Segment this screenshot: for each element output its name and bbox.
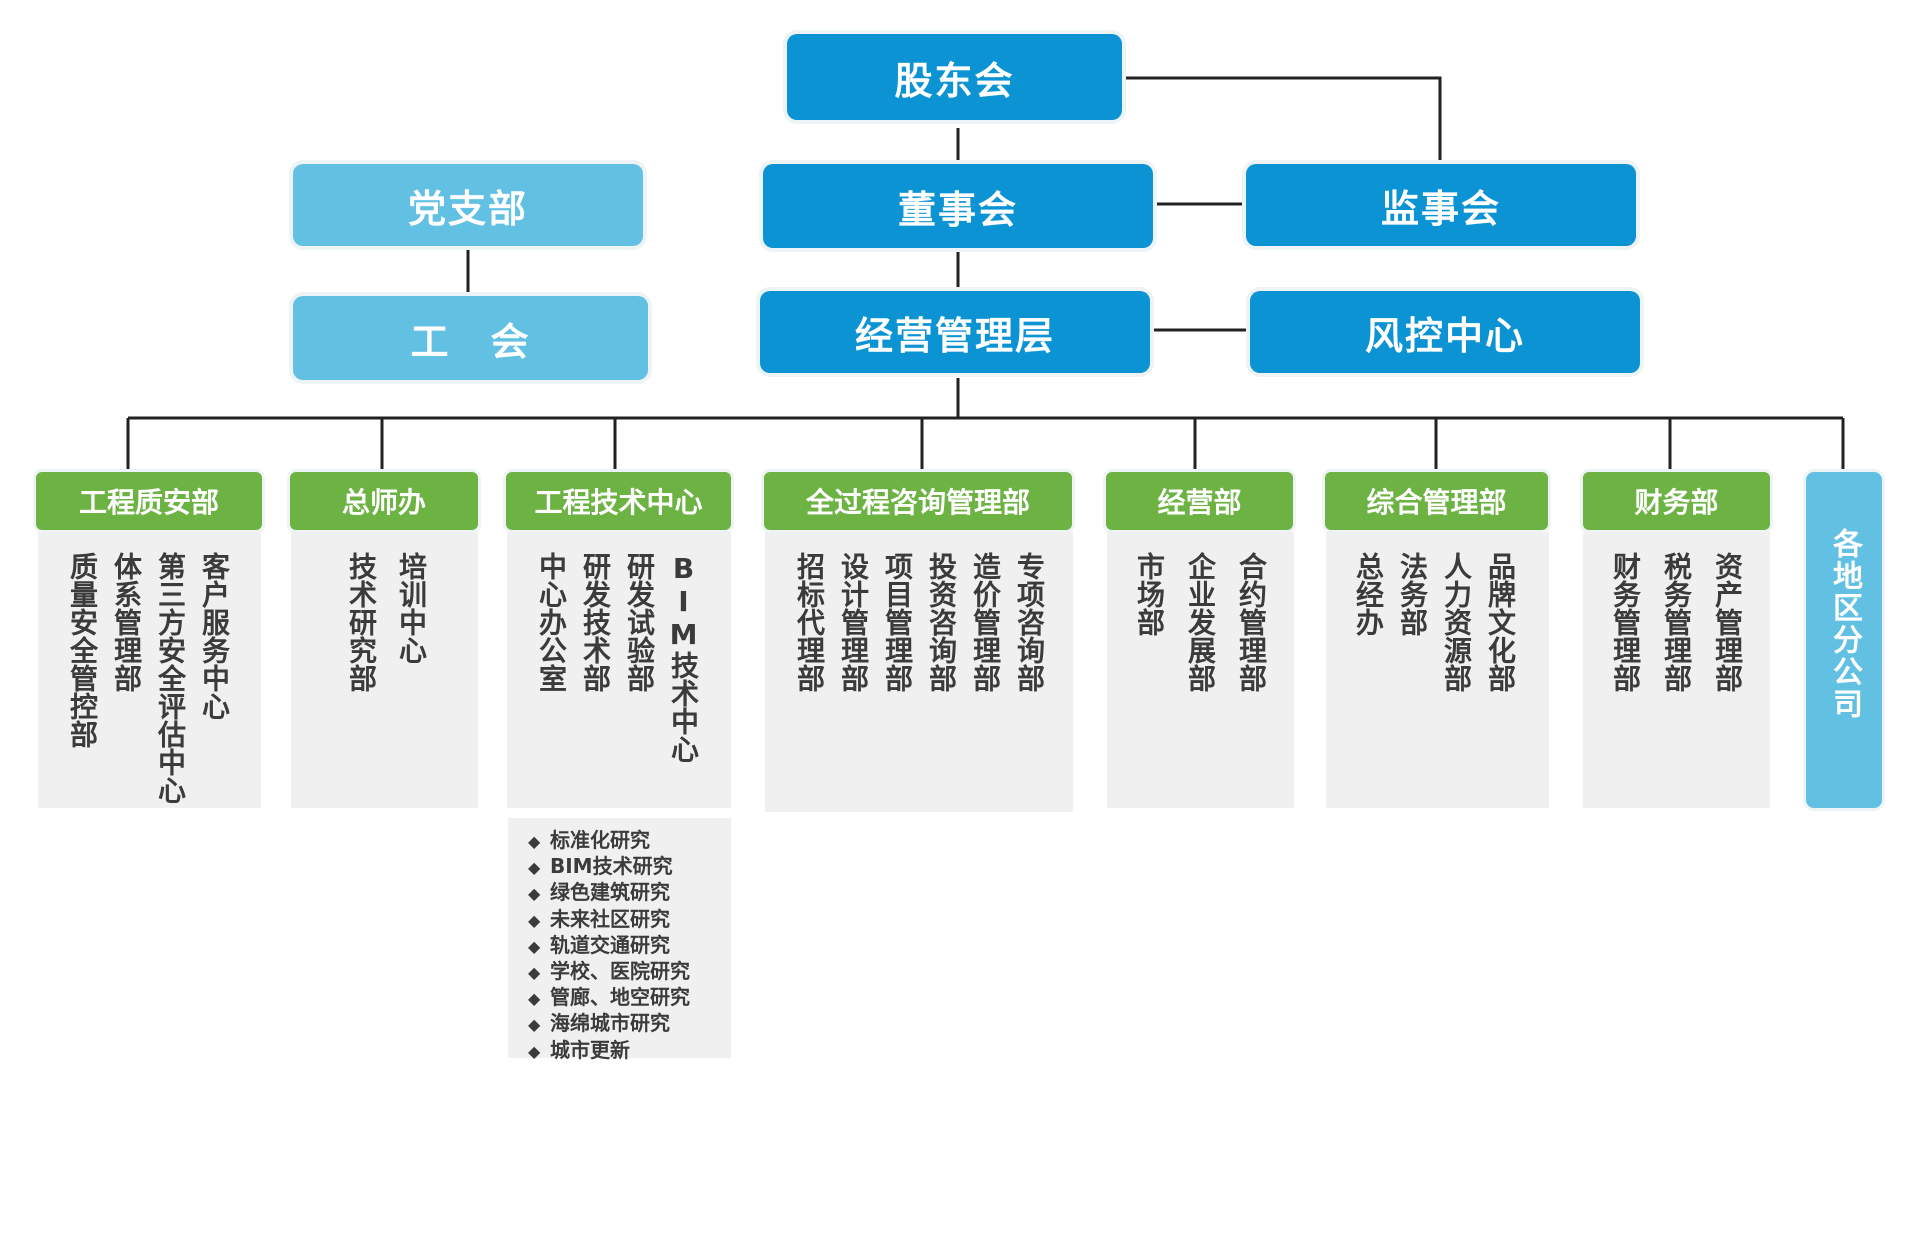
sub-dept: 人力资源部 [1440, 552, 1473, 692]
research-item: ◆未来社区研究 [528, 907, 731, 933]
risk-center-box: 风控中心 [1250, 291, 1640, 373]
sub-dept: 市场部 [1133, 552, 1166, 636]
sub-dept: 技术研究部 [345, 552, 378, 692]
dept-head-chief-engineer-office: 总师办 [290, 472, 478, 530]
supervisors-box: 监事会 [1246, 164, 1636, 246]
sub-dept: 财务管理部 [1609, 552, 1642, 692]
dept-panel-engineering-tech-center: 中心办公室 研发技术部 研发试验部 BIM技术中心 [507, 532, 731, 808]
union-box: 工 会 [293, 296, 648, 380]
sub-dept: 造价管理部 [969, 552, 1002, 692]
management-box: 经营管理层 [760, 291, 1150, 373]
research-item: ◆管廊、地空研究 [528, 985, 731, 1011]
regional-branches-box: 各地区分公司 [1806, 472, 1882, 808]
dept-head-business: 经营部 [1106, 472, 1293, 530]
sub-dept: 招标代理部 [793, 552, 826, 692]
diamond-bullet-icon: ◆ [528, 989, 541, 1009]
sub-dept: 体系管理部 [110, 552, 143, 692]
research-list: ◆标准化研究 ◆BIM技术研究 ◆绿色建筑研究 ◆未来社区研究 ◆轨道交通研究 … [508, 818, 731, 1064]
board-box: 董事会 [763, 164, 1153, 248]
diamond-bullet-icon: ◆ [528, 1015, 541, 1035]
dept-panel-general-management: 总经办 法务部 人力资源部 品牌文化部 [1326, 532, 1549, 808]
dept-panel-chief-engineer-office: 技术研究部 培训中心 [291, 532, 478, 808]
diamond-bullet-icon: ◆ [528, 936, 541, 956]
diamond-bullet-icon: ◆ [528, 910, 541, 930]
sub-dept: 研发技术部 [579, 552, 612, 692]
research-item: ◆绿色建筑研究 [528, 880, 731, 906]
dept-head-whole-process-consulting: 全过程咨询管理部 [764, 472, 1072, 530]
sub-dept: 项目管理部 [881, 552, 914, 692]
line-shareholders-supervisors [1122, 76, 1442, 164]
research-panel: ◆标准化研究 ◆BIM技术研究 ◆绿色建筑研究 ◆未来社区研究 ◆轨道交通研究 … [508, 818, 731, 1062]
research-item: ◆海绵城市研究 [528, 1011, 731, 1037]
sub-dept: 品牌文化部 [1484, 552, 1517, 692]
sub-dept: 中心办公室 [535, 552, 568, 692]
sub-dept: 税务管理部 [1660, 552, 1693, 692]
sub-dept: 投资咨询部 [925, 552, 958, 692]
sub-dept: 专项咨询部 [1013, 552, 1046, 692]
sub-dept: 总经办 [1352, 552, 1385, 636]
diamond-bullet-icon: ◆ [528, 832, 541, 851]
dept-head-engineering-tech-center: 工程技术中心 [506, 472, 731, 530]
diamond-bullet-icon: ◆ [528, 963, 541, 983]
diamond-bullet-icon: ◆ [528, 1041, 541, 1061]
sub-dept: 培训中心 [395, 552, 428, 664]
party-branch-box: 党支部 [293, 164, 643, 246]
dept-head-engineering-quality: 工程质安部 [36, 472, 262, 530]
sub-dept: 客户服务中心 [198, 552, 231, 720]
research-item: ◆学校、医院研究 [528, 959, 731, 985]
dept-head-finance: 财务部 [1583, 472, 1770, 530]
sub-dept: 第三方安全评估中心 [154, 552, 187, 804]
diamond-bullet-icon: ◆ [528, 884, 541, 904]
sub-dept: 合约管理部 [1235, 552, 1268, 692]
dept-panel-business: 市场部 企业发展部 合约管理部 [1107, 532, 1294, 808]
research-item: ◆BIM技术研究 [528, 854, 731, 880]
dept-panel-finance: 财务管理部 税务管理部 资产管理部 [1583, 532, 1770, 808]
research-item: ◆轨道交通研究 [528, 933, 731, 959]
diamond-bullet-icon: ◆ [528, 858, 541, 878]
sub-dept: 法务部 [1396, 552, 1429, 636]
dept-head-general-management: 综合管理部 [1325, 472, 1548, 530]
research-item: ◆城市更新 [528, 1038, 731, 1064]
sub-dept: 资产管理部 [1711, 552, 1744, 692]
shareholders-box: 股东会 [787, 34, 1122, 120]
dept-panel-whole-process-consulting: 招标代理部 设计管理部 项目管理部 投资咨询部 造价管理部 专项咨询部 [765, 532, 1073, 812]
sub-dept: 质量安全管控部 [66, 552, 99, 748]
dept-panel-engineering-quality: 质量安全管控部 体系管理部 第三方安全评估中心 客户服务中心 [38, 532, 261, 808]
sub-dept: 设计管理部 [837, 552, 870, 692]
sub-dept: 研发试验部 [623, 552, 656, 692]
sub-dept: BIM技术中心 [667, 552, 700, 763]
research-item: ◆标准化研究 [528, 828, 731, 854]
sub-dept: 企业发展部 [1184, 552, 1217, 692]
